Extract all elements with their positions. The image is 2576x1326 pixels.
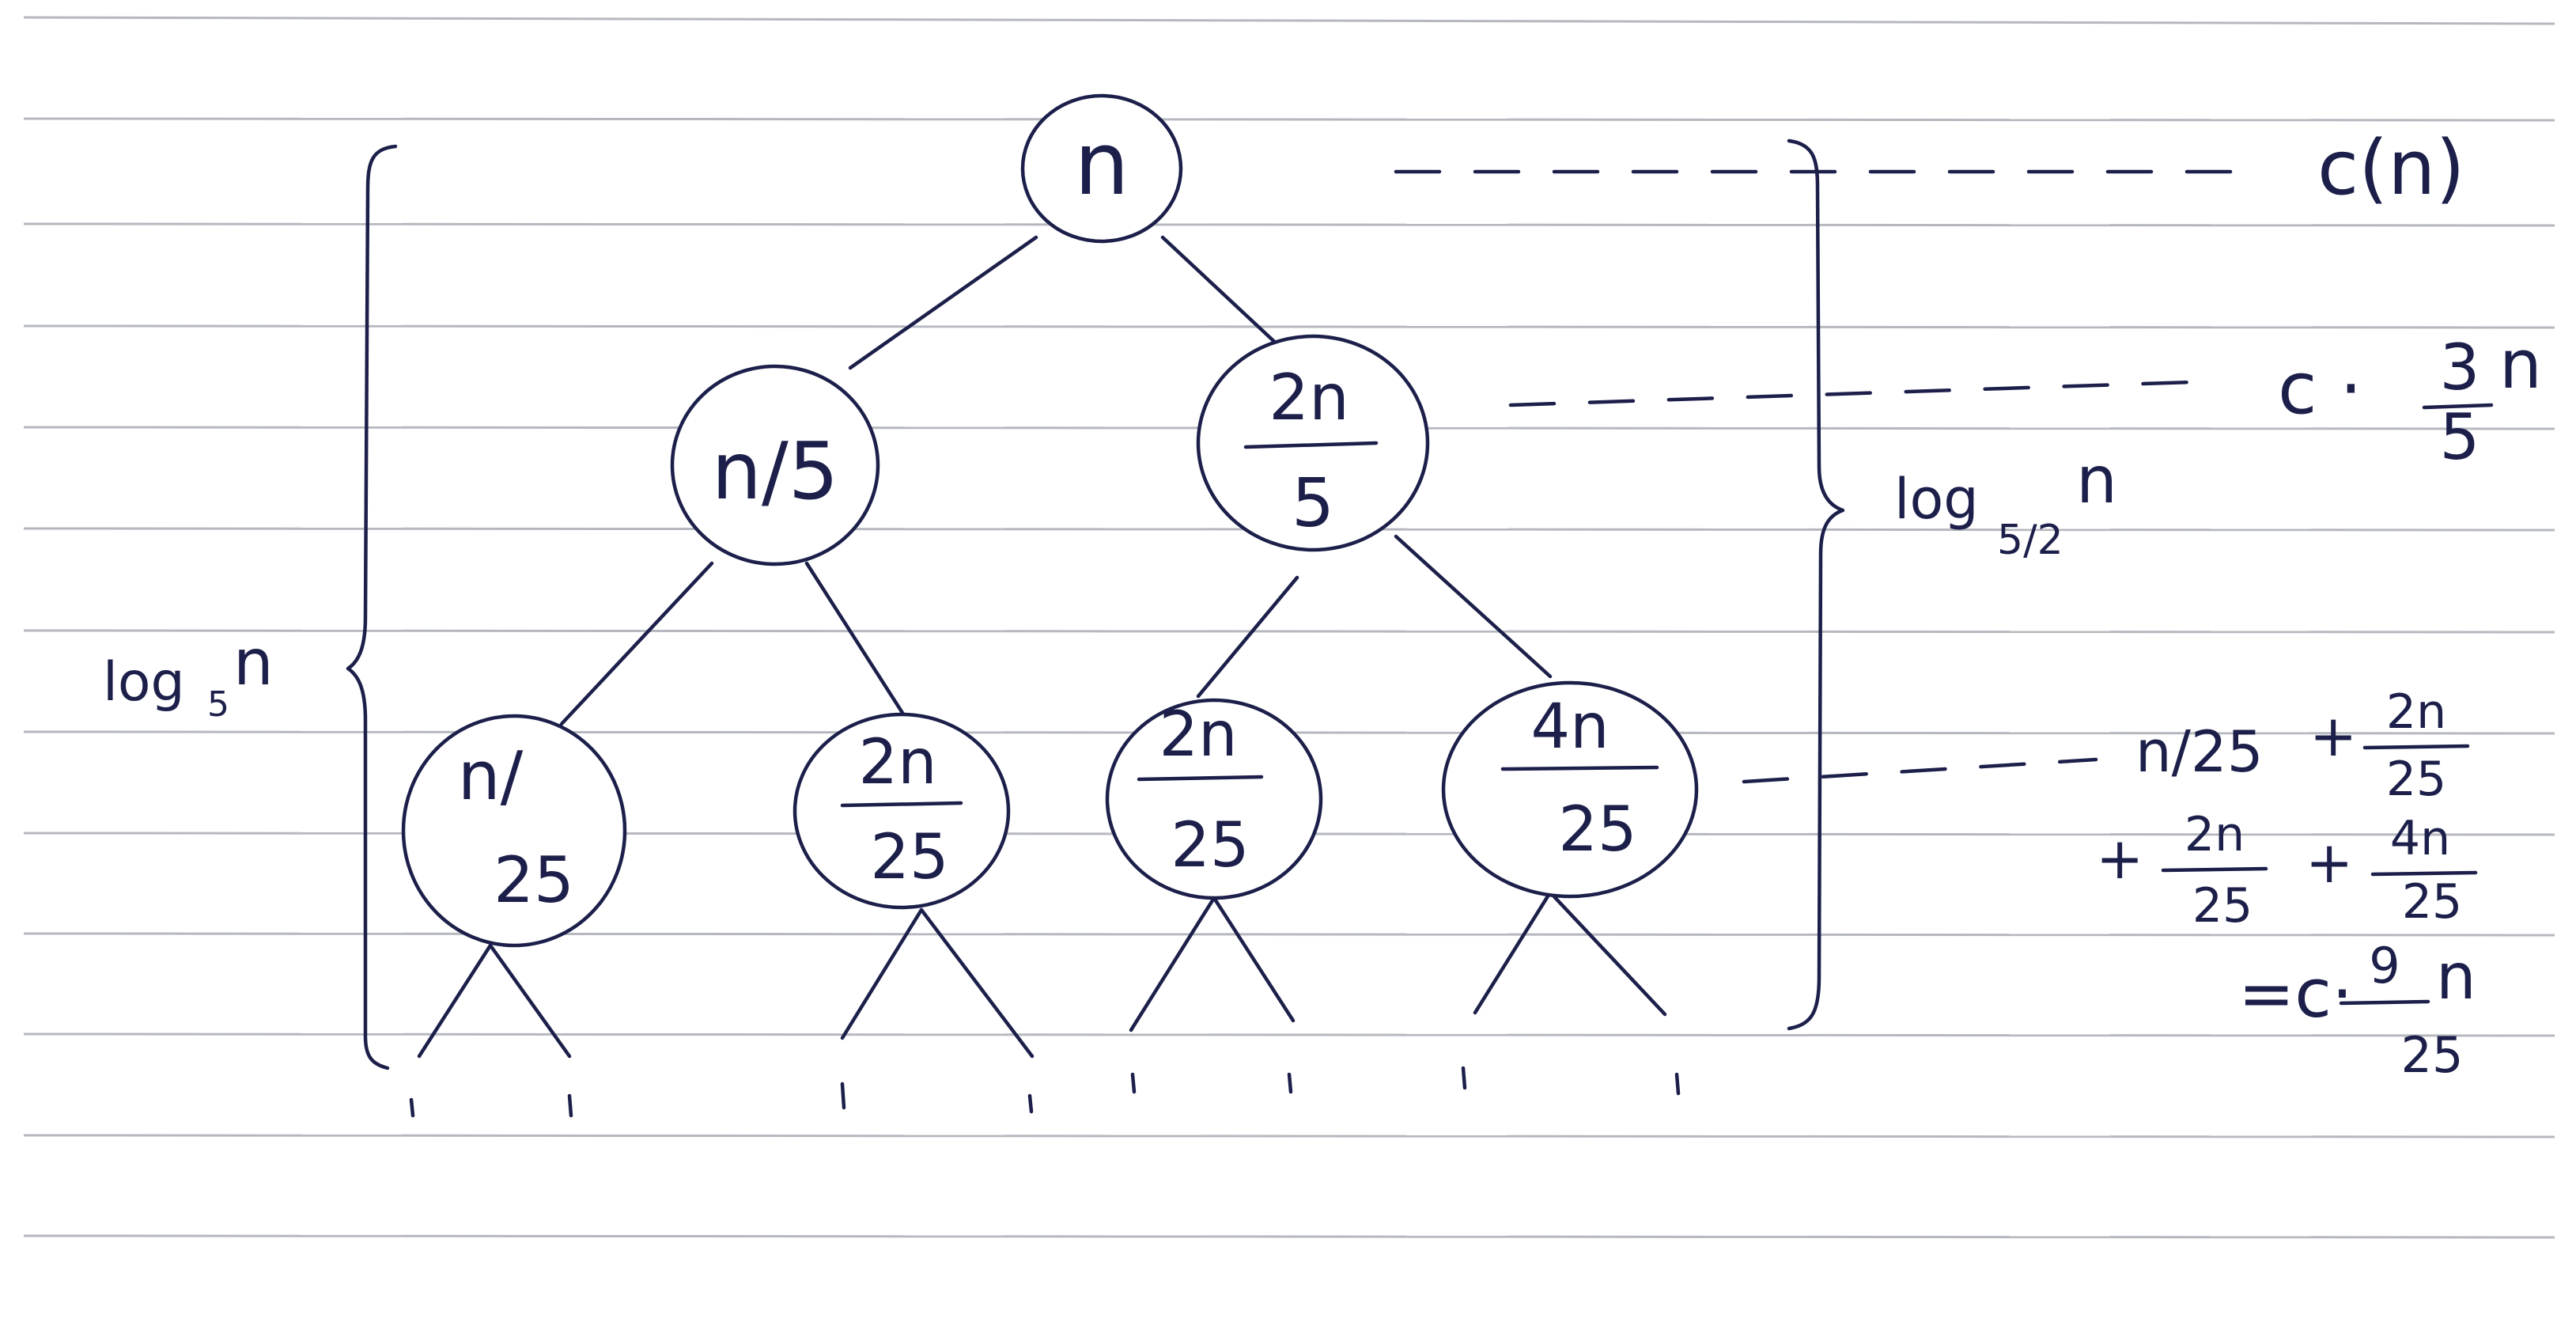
left-brace bbox=[346, 144, 398, 1070]
cost-level1-numerator: 3 bbox=[2440, 331, 2480, 404]
cost-level2-result-numerator: 9 bbox=[2369, 937, 2400, 995]
tree-node-level2-2: 2n 25 bbox=[792, 712, 1011, 910]
log-text: log bbox=[103, 651, 185, 714]
fraction-bar bbox=[2422, 403, 2494, 410]
height-label-right: log 5/2 n bbox=[1894, 443, 2117, 564]
level2-1-numerator: n/ bbox=[458, 737, 524, 816]
level2-3-denominator: 25 bbox=[1171, 810, 1249, 881]
fraction-bar bbox=[2161, 866, 2268, 873]
tree-node-level1-left: n/5 bbox=[670, 364, 880, 566]
right-brace bbox=[1787, 138, 1845, 1031]
level2-3-numerator: 2n bbox=[1159, 699, 1237, 771]
level1-right-denominator: 5 bbox=[1292, 464, 1334, 543]
plus-sign: + bbox=[2096, 825, 2143, 892]
level2-3-denominator: 25 bbox=[1558, 794, 1636, 866]
cost-level2-term4-denominator: 25 bbox=[2402, 874, 2462, 930]
cost-level2-result-suffix: n bbox=[2436, 940, 2476, 1013]
log-text: log bbox=[1894, 467, 1979, 532]
level1-right-numerator: 2n bbox=[1269, 361, 1349, 434]
tree-node-level1-right: 2n 5 bbox=[1196, 334, 1430, 552]
level2-1-denominator: 25 bbox=[494, 843, 574, 917]
fraction-bar bbox=[840, 801, 963, 808]
plus-sign: + bbox=[2306, 829, 2353, 896]
plus-sign: + bbox=[2309, 703, 2357, 769]
tree-node-level2-4: 4n 25 bbox=[1441, 680, 1699, 899]
level2-4-numerator: 4n bbox=[1530, 691, 1609, 763]
cost-level1-denominator: 5 bbox=[2440, 400, 2480, 474]
log-base: 5/2 bbox=[1997, 517, 2063, 564]
log-argument: n bbox=[233, 626, 274, 699]
tree-edges bbox=[409, 235, 1681, 1118]
cost-level0-text: c(n) bbox=[2317, 125, 2465, 212]
fraction-bar bbox=[1500, 765, 1659, 771]
fraction-bar bbox=[2339, 999, 2430, 1006]
level2-2-denominator: 25 bbox=[870, 822, 948, 893]
cost-level2-result-denominator: 25 bbox=[2401, 1026, 2464, 1084]
cost-level2: n/25 + 2n 25 + 2n 25 + 4n 25 =c· 9 n 25 bbox=[2096, 684, 2478, 1084]
fraction-bar bbox=[2370, 870, 2478, 877]
ruled-lines bbox=[23, 16, 2555, 1239]
cost-level2-term3-denominator: 25 bbox=[2192, 878, 2253, 934]
log-argument: n bbox=[2076, 443, 2117, 518]
cost-level2-term2-denominator: 25 bbox=[2386, 752, 2446, 807]
tree-node-root: n bbox=[1020, 93, 1183, 244]
root-label: n bbox=[1074, 113, 1129, 214]
dashed-leaders bbox=[1394, 169, 2256, 784]
height-label-left: log 5 n bbox=[103, 626, 274, 725]
cost-level2-term3-numerator: 2n bbox=[2184, 807, 2245, 862]
cost-level1-prefix: c · bbox=[2278, 347, 2362, 430]
cost-level2-term4-numerator: 4n bbox=[2390, 811, 2450, 866]
fraction-bar bbox=[1243, 441, 1379, 449]
tree-node-level2-1: n/ 25 bbox=[401, 714, 627, 948]
cost-level0: c(n) bbox=[2317, 125, 2465, 212]
tree-node-level2-3: 2n 25 bbox=[1105, 698, 1323, 900]
cost-level2-term2-numerator: 2n bbox=[2386, 684, 2446, 740]
level2-2-numerator: 2n bbox=[858, 727, 936, 798]
log-base: 5 bbox=[207, 684, 229, 725]
cost-level1-suffix: n bbox=[2499, 326, 2542, 404]
cost-level1: c · 3 5 n bbox=[2278, 326, 2542, 474]
level1-left-label: n/5 bbox=[712, 425, 839, 517]
cost-level2-equals: =c· bbox=[2238, 955, 2353, 1033]
fraction-bar bbox=[2362, 744, 2470, 750]
fraction-bar bbox=[1137, 775, 1264, 782]
cost-level2-term1: n/25 bbox=[2135, 718, 2264, 785]
